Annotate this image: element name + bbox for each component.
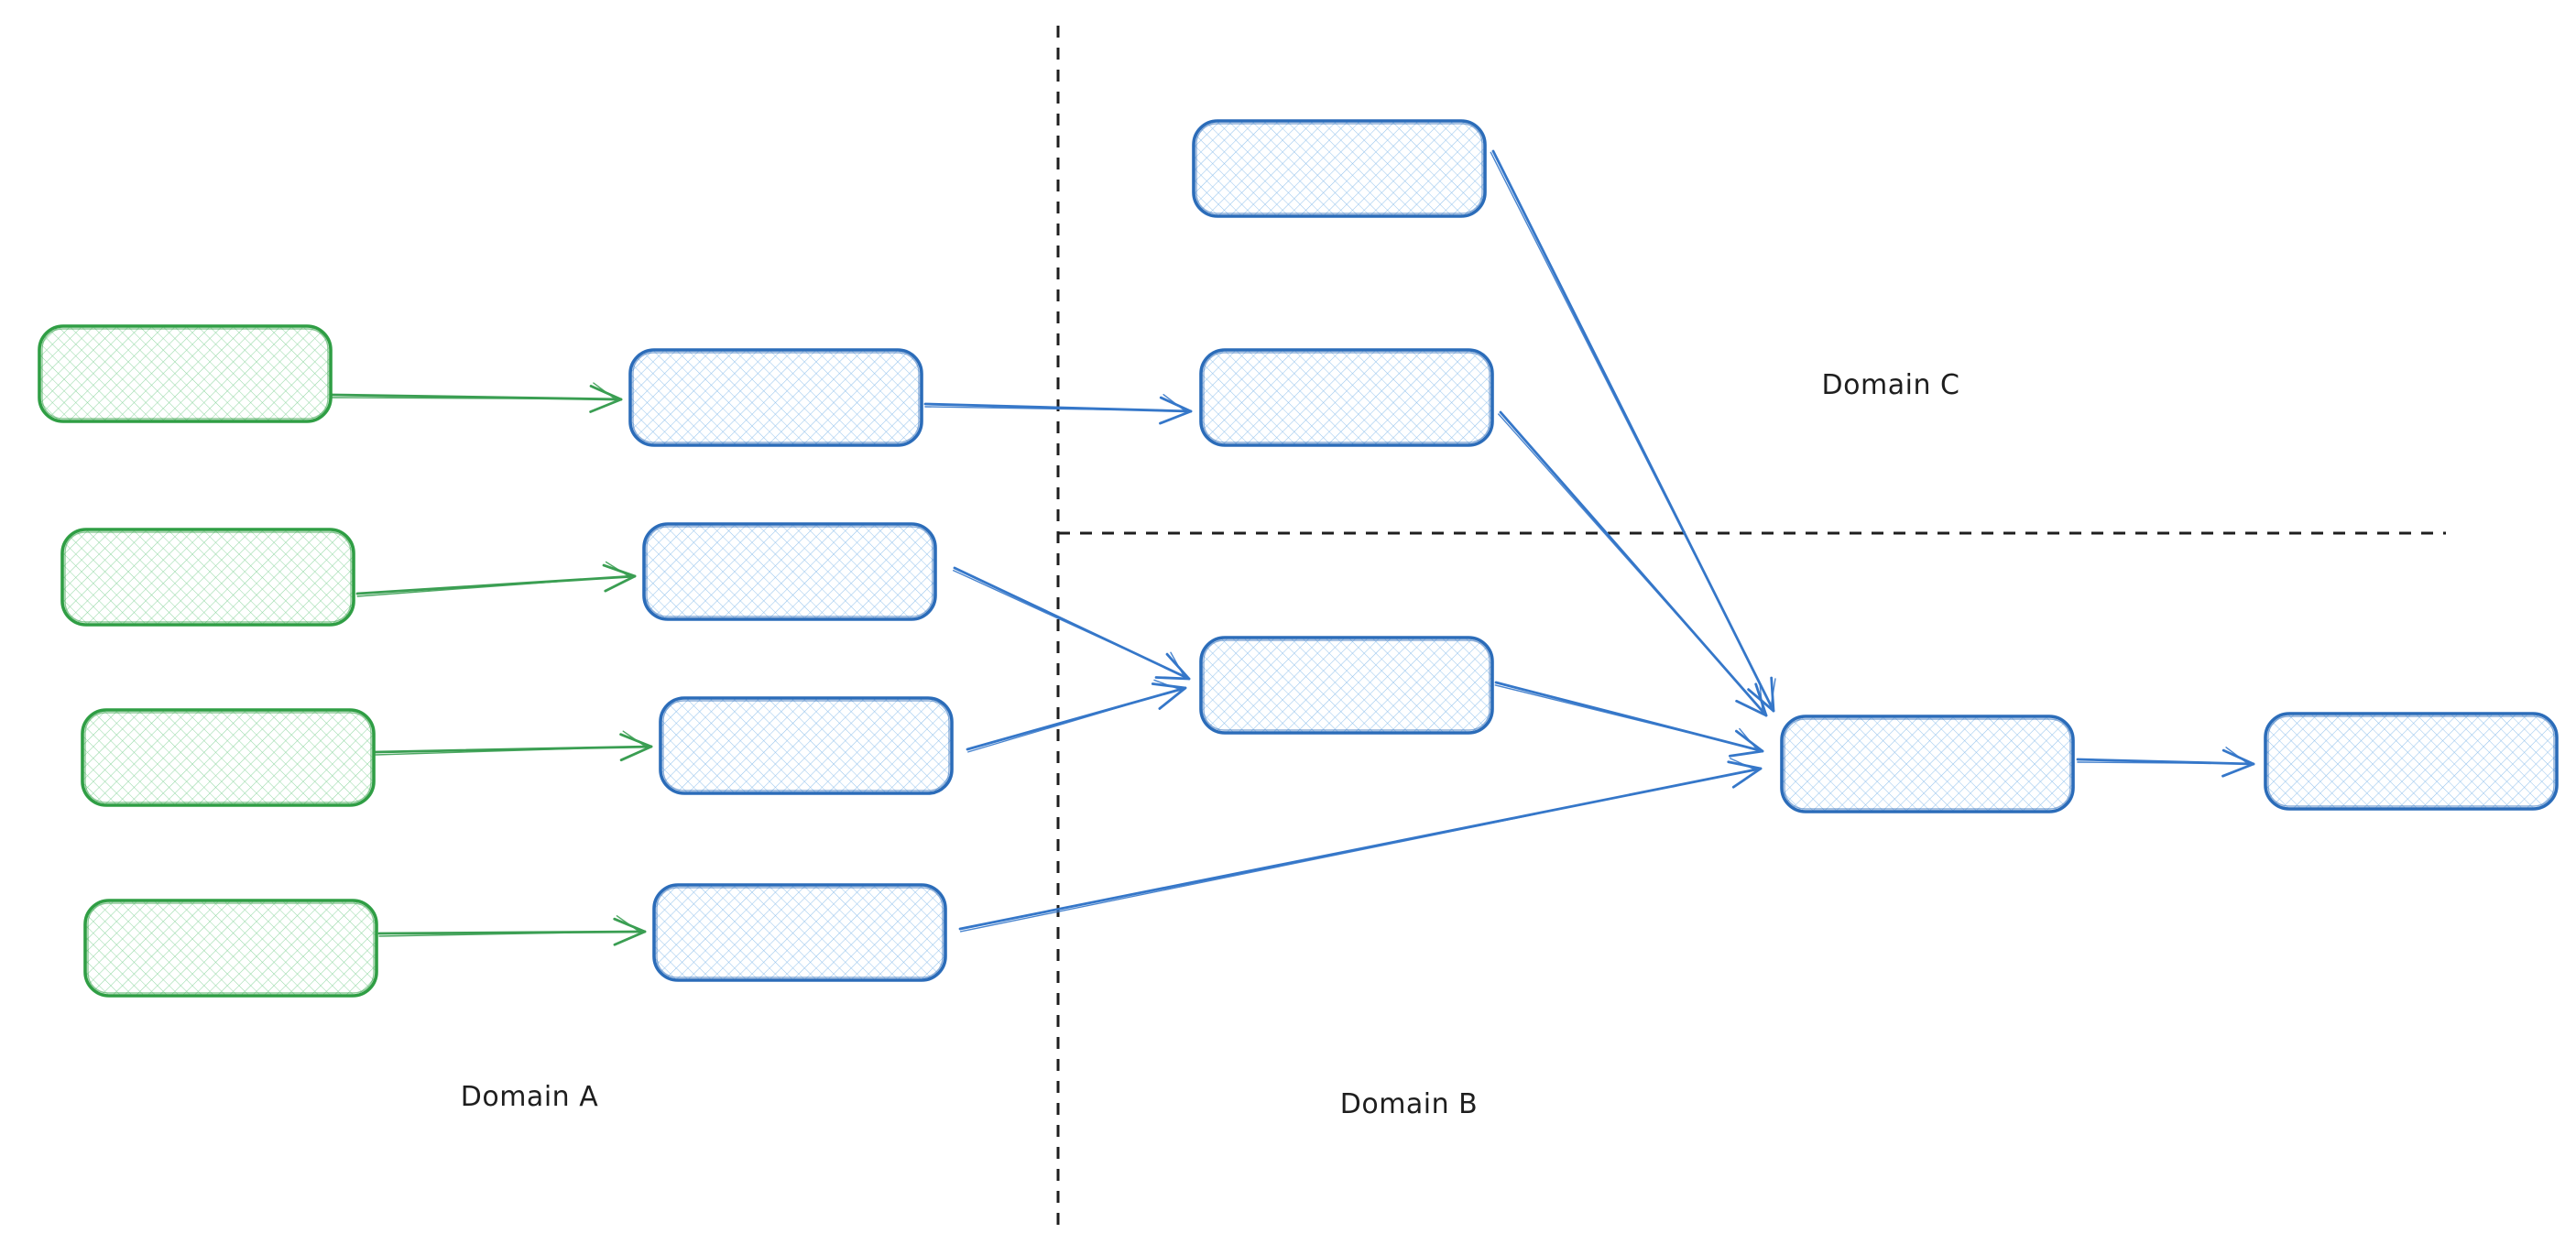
- node-c-box-1[interactable]: [1192, 119, 1487, 218]
- node-a-stage-4[interactable]: [652, 883, 947, 982]
- label-domain-b[interactable]: Domain B: [1340, 1088, 1479, 1120]
- edge-a4-to-s4[interactable]: [377, 915, 647, 946]
- edges-layer: [330, 149, 2255, 946]
- node-b-output[interactable]: [2264, 712, 2559, 811]
- edge-s2-to-b1[interactable]: [953, 566, 1191, 681]
- label-domain-a[interactable]: Domain A: [461, 1081, 598, 1113]
- edge-s1-to-c2[interactable]: [923, 394, 1193, 425]
- edge-c2-to-merge[interactable]: [1498, 410, 1768, 717]
- label-domain-c[interactable]: Domain C: [1822, 369, 1960, 401]
- edge-b1-to-merge[interactable]: [1494, 681, 1764, 758]
- edge-a3-to-s3[interactable]: [374, 730, 653, 762]
- node-b-box-1[interactable]: [1199, 636, 1494, 735]
- edge-a1-to-s1[interactable]: [330, 382, 623, 413]
- node-a-stage-2[interactable]: [642, 522, 937, 621]
- edge-c1-to-merge[interactable]: [1490, 149, 1776, 713]
- node-a-stage-3[interactable]: [659, 696, 954, 795]
- node-a-source-4[interactable]: [83, 899, 378, 998]
- node-a-stage-1[interactable]: [628, 348, 923, 447]
- labels-layer: Domain A Domain B Domain C: [461, 369, 1960, 1120]
- node-a-source-2[interactable]: [60, 528, 355, 627]
- dividers-layer: [1056, 26, 2446, 1235]
- node-b-merge[interactable]: [1780, 715, 2075, 813]
- edge-s4-to-merge[interactable]: [958, 758, 1763, 933]
- edge-merge-to-output[interactable]: [2076, 747, 2255, 778]
- node-a-source-3[interactable]: [81, 708, 376, 807]
- nodes-layer: [38, 119, 2559, 998]
- node-c-box-2[interactable]: [1199, 348, 1494, 447]
- edge-s3-to-b1[interactable]: [966, 679, 1187, 753]
- node-a-source-1[interactable]: [38, 324, 333, 423]
- edge-a2-to-s2[interactable]: [355, 561, 637, 597]
